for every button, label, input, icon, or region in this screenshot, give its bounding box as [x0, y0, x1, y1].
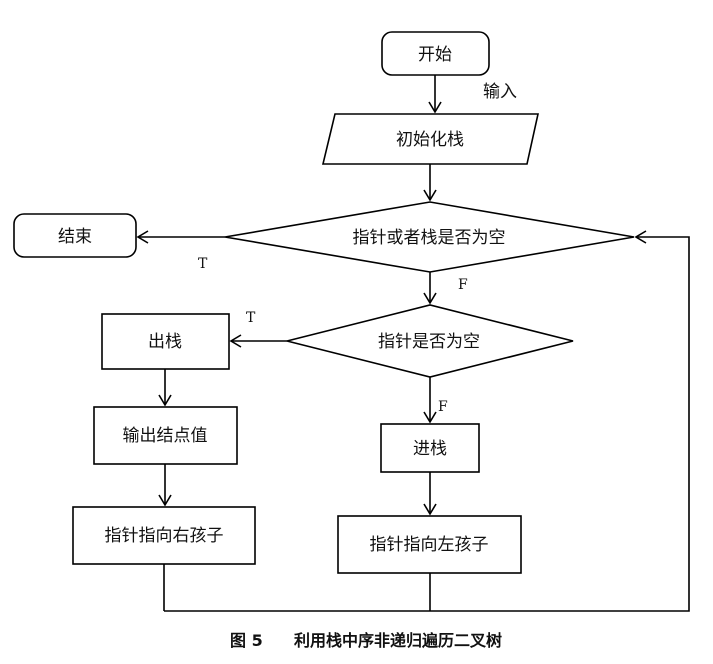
input-label: 输入 — [483, 82, 517, 102]
arrow-ptr-decision-to-push — [423, 377, 437, 424]
decision-ptr-empty-node — [286, 304, 574, 378]
arrow-output-to-ptr-right — [158, 464, 172, 507]
end-node — [13, 213, 137, 258]
ptr-left-node — [337, 515, 522, 574]
ptr-right-label: 指针指向右孩子 — [105, 526, 224, 546]
arrow-ptr-decision-to-pop — [229, 334, 287, 348]
start-label: 开始 — [418, 45, 452, 65]
edge-label-empty-true: T — [198, 256, 208, 272]
arrow-start-to-init — [428, 75, 442, 114]
init-stack-label: 初始化栈 — [396, 130, 464, 150]
decision-ptr-empty-label: 指针是否为空 — [378, 332, 480, 352]
arrow-push-to-ptr-left — [423, 472, 437, 516]
decision-empty-label: 指针或者栈是否为空 — [353, 228, 506, 248]
figure-caption: 利用栈中序非递归遍历二叉树 — [294, 631, 502, 650]
loop-back-connector — [163, 230, 690, 612]
edge-label-ptr-false: F — [438, 399, 448, 415]
push-label: 进栈 — [413, 439, 447, 459]
arrow-pop-to-output — [158, 369, 172, 407]
output-node-label: 输出结点值 — [123, 426, 208, 446]
pop-label: 出栈 — [148, 332, 182, 352]
figure-number: 图 5 — [230, 631, 263, 650]
edge-label-ptr-true: T — [246, 310, 256, 326]
end-label: 结束 — [58, 227, 92, 247]
init-stack-node — [321, 113, 539, 165]
ptr-left-label: 指针指向左孩子 — [370, 535, 489, 555]
arrow-init-to-decision — [423, 164, 437, 202]
edge-label-empty-false: F — [458, 277, 468, 293]
arrow-decision-to-ptr-decision — [423, 272, 437, 305]
decision-empty-node — [224, 201, 635, 273]
arrow-decision-to-end — [136, 230, 225, 244]
